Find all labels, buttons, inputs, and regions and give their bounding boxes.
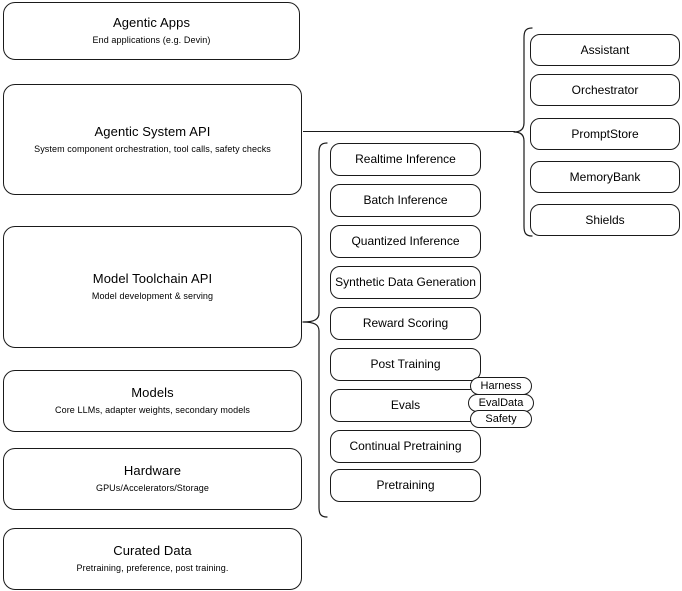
capability-batch-inference[interactable]: Batch Inference — [330, 184, 481, 217]
layer-title: Hardware — [123, 463, 182, 478]
capability-label: Evals — [390, 398, 421, 412]
capability-pretraining[interactable]: Pretraining — [330, 469, 481, 502]
component-label: Orchestrator — [571, 82, 639, 97]
connector-agentic-system-api-to-right-group — [303, 131, 515, 132]
layer-title: Models — [131, 385, 174, 400]
layer-subtitle: Model development & serving — [91, 291, 214, 301]
capability-label: Continual Pretraining — [349, 439, 462, 453]
capability-label: Reward Scoring — [362, 316, 449, 330]
layer-subtitle: Pretraining, preference, post training. — [76, 563, 229, 573]
component-orchestrator[interactable]: Orchestrator — [530, 74, 680, 106]
layer-subtitle: System component orchestration, tool cal… — [34, 143, 271, 154]
layer-agentic-apps[interactable]: Agentic Apps End applications (e.g. Devi… — [3, 2, 300, 60]
layer-title: Agentic Apps — [112, 15, 191, 30]
capability-label: Realtime Inference — [355, 152, 456, 166]
layer-curated-data[interactable]: Curated Data Pretraining, preference, po… — [3, 528, 302, 590]
evals-pill-harness[interactable]: Harness — [470, 377, 532, 395]
brace-agentic-system-group — [513, 26, 533, 240]
brace-model-toolchain-group — [302, 141, 328, 519]
component-assistant[interactable]: Assistant — [530, 34, 680, 66]
evals-pill-label: Safety — [485, 412, 517, 425]
layer-hardware[interactable]: Hardware GPUs/Accelerators/Storage — [3, 448, 302, 510]
layer-subtitle: End applications (e.g. Devin) — [92, 35, 211, 45]
component-memorybank[interactable]: MemoryBank — [530, 161, 680, 193]
layer-title: Agentic System API — [94, 123, 211, 139]
capability-label: Synthetic Data Generation — [335, 275, 476, 289]
evals-pill-label: EvalData — [478, 396, 524, 409]
evals-pill-label: Harness — [480, 379, 522, 392]
layer-title: Curated Data — [113, 543, 192, 558]
layer-agentic-system-api[interactable]: Agentic System API System component orch… — [3, 84, 302, 195]
component-shields[interactable]: Shields — [530, 204, 680, 236]
component-label: PromptStore — [571, 126, 639, 141]
capability-reward-scoring[interactable]: Reward Scoring — [330, 307, 481, 340]
layer-subtitle: GPUs/Accelerators/Storage — [95, 483, 210, 493]
capability-label: Post Training — [370, 357, 441, 371]
capability-post-training[interactable]: Post Training — [330, 348, 481, 381]
capability-synthetic-data-generation[interactable]: Synthetic Data Generation — [330, 266, 481, 299]
capability-continual-pretraining[interactable]: Continual Pretraining — [330, 430, 481, 463]
component-label: Assistant — [580, 42, 630, 57]
capability-label: Quantized Inference — [351, 234, 460, 248]
layer-subtitle: Core LLMs, adapter weights, secondary mo… — [55, 405, 250, 415]
layer-title: Model Toolchain API — [92, 271, 213, 286]
layer-model-toolchain-api[interactable]: Model Toolchain API Model development & … — [3, 226, 302, 348]
component-label: MemoryBank — [569, 169, 641, 184]
capability-label: Batch Inference — [363, 193, 448, 207]
component-promptstore[interactable]: PromptStore — [530, 118, 680, 150]
capability-label: Pretraining — [376, 478, 435, 492]
capability-evals[interactable]: Evals — [330, 389, 481, 422]
component-label: Shields — [585, 212, 625, 227]
capability-quantized-inference[interactable]: Quantized Inference — [330, 225, 481, 258]
capability-realtime-inference[interactable]: Realtime Inference — [330, 143, 481, 176]
layer-models[interactable]: Models Core LLMs, adapter weights, secon… — [3, 370, 302, 432]
evals-pill-safety[interactable]: Safety — [470, 410, 532, 428]
